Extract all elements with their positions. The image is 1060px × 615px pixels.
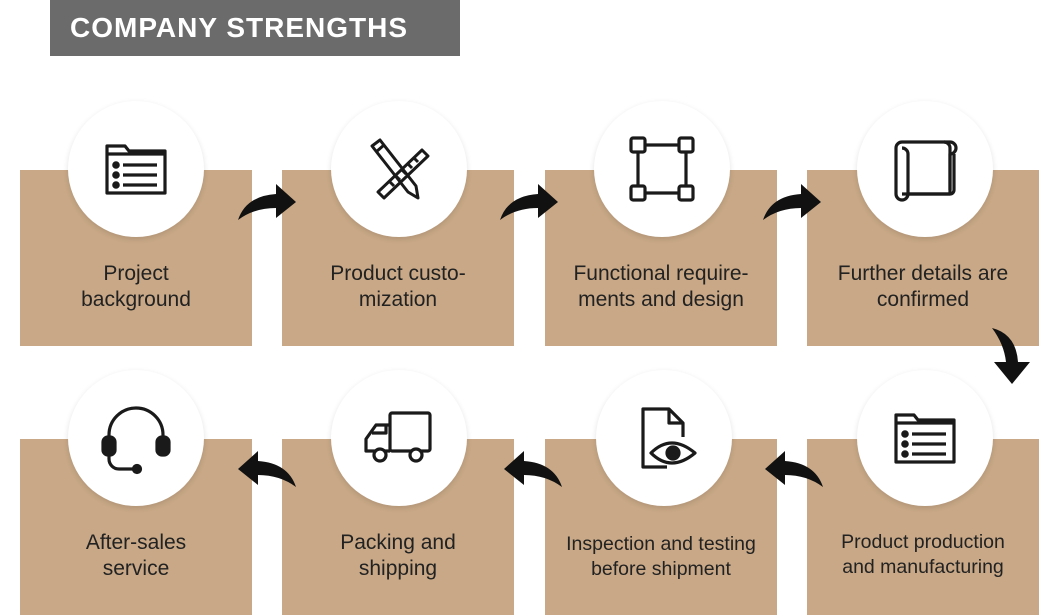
step-1-label: Project background: [81, 262, 191, 311]
step-8-icon-circle: [68, 370, 204, 506]
step-7-label: Packing and shipping: [340, 531, 456, 580]
document-eye-icon: [641, 407, 697, 469]
arrow-left-icon: [238, 451, 296, 487]
step-5-icon-circle: [857, 370, 993, 506]
arrow-left-icon: [504, 451, 562, 487]
vector-shape-icon: [629, 136, 695, 202]
step-6-label: Inspection and testing before shipment: [566, 533, 756, 580]
page-title: COMPANY STRENGTHS: [50, 0, 460, 56]
scroll-icon: [894, 140, 958, 202]
arrow-right-icon: [500, 184, 558, 220]
step-8-label: After-sales service: [85, 531, 187, 580]
step-4-icon-circle: [857, 101, 993, 237]
step-2-box: Product custo- mization: [282, 170, 514, 346]
arrow-left-icon: [765, 451, 823, 487]
step-4-label: Further details are confirmed: [837, 262, 1009, 311]
step-2-label: Product custo- mization: [330, 262, 466, 311]
truck-icon: [364, 411, 432, 463]
step-6-icon-circle: [596, 370, 732, 506]
step-2-icon-circle: [331, 101, 467, 237]
step-5-box: Product production and manufacturing: [807, 439, 1039, 615]
arrow-right-icon: [763, 184, 821, 220]
page-title-text: COMPANY STRENGTHS: [70, 12, 408, 43]
step-5-label: Product production and manufacturing: [841, 531, 1005, 578]
step-7-icon-circle: [331, 370, 467, 506]
folder-list-icon: [105, 144, 167, 195]
arrow-right-icon: [238, 184, 296, 220]
arrow-down-icon: [992, 328, 1030, 384]
headset-icon: [101, 406, 171, 475]
step-1-icon-circle: [68, 101, 204, 237]
step-3-label: Functional requi­re-ments and design: [573, 262, 749, 311]
folder-list-icon: [894, 413, 956, 464]
pencil-ruler-icon: [370, 138, 430, 200]
step-3-icon-circle: [594, 101, 730, 237]
